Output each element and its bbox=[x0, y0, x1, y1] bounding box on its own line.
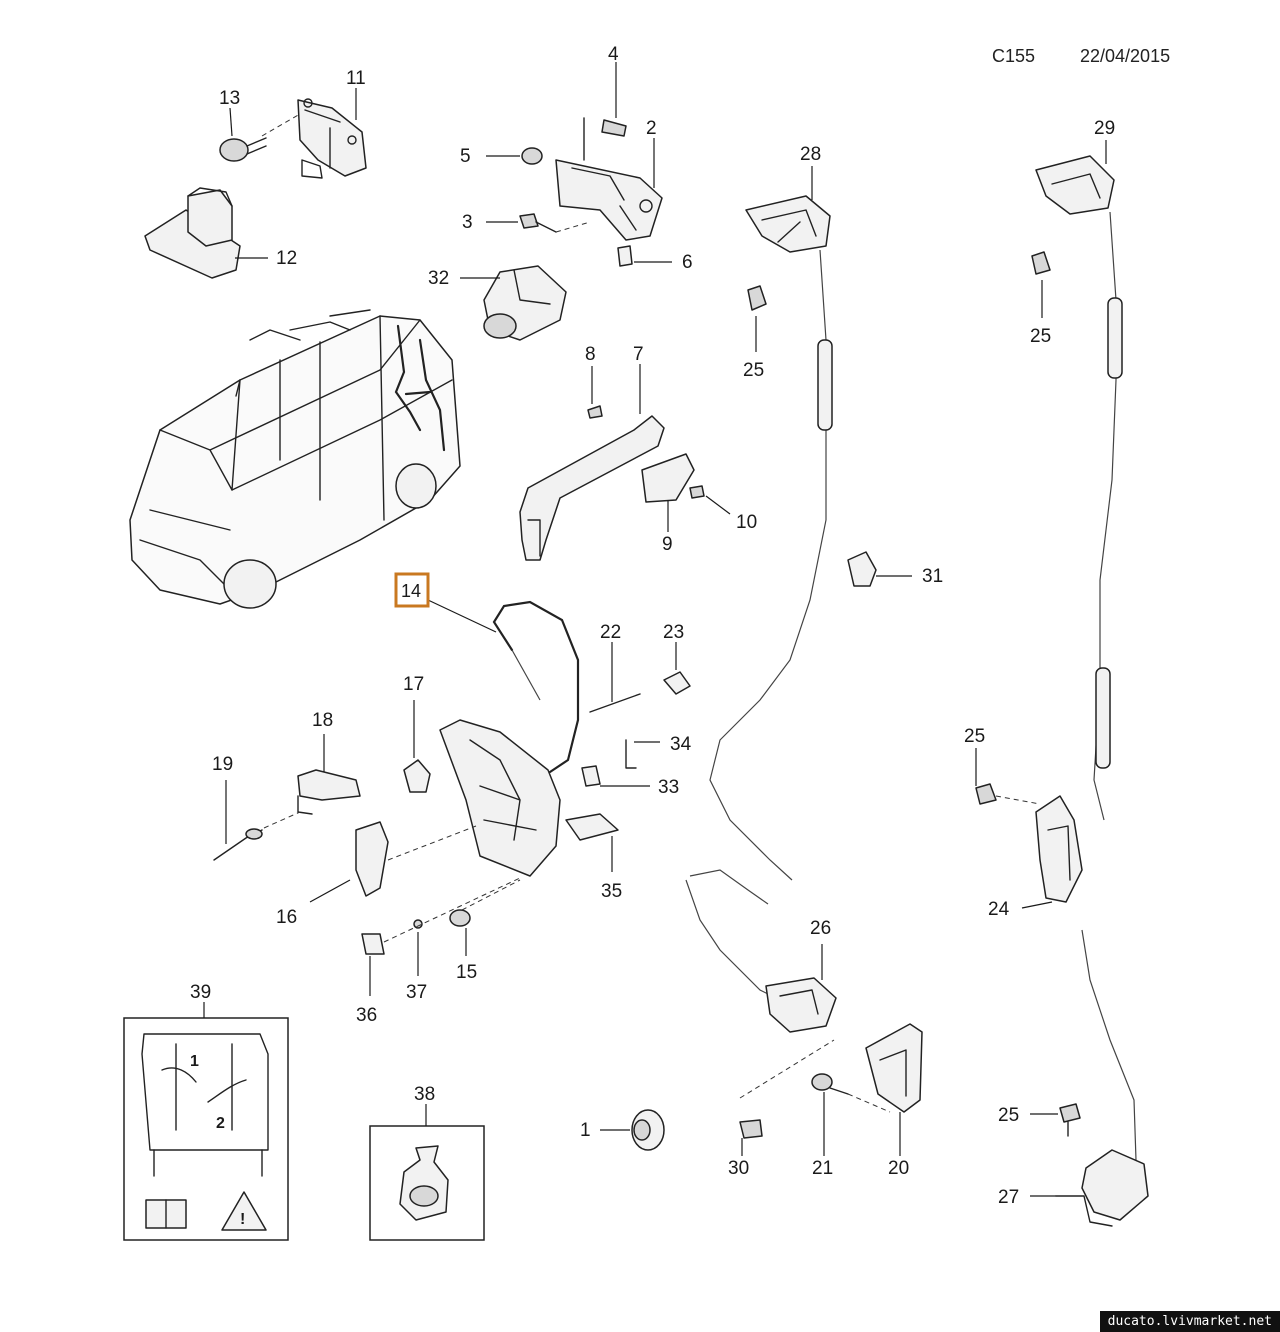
callout-28: 28 bbox=[800, 144, 821, 165]
part-12-bracket[interactable] bbox=[144, 187, 241, 279]
callout-14-highlight[interactable]: 14 bbox=[394, 572, 430, 608]
part-25-clip-c[interactable] bbox=[975, 783, 997, 805]
callout-36: 36 bbox=[356, 1005, 377, 1026]
part-13-bolt[interactable] bbox=[219, 137, 267, 162]
callout-24: 24 bbox=[988, 899, 1010, 920]
part-29-lock[interactable] bbox=[1035, 155, 1115, 215]
callout-6: 6 bbox=[682, 252, 693, 273]
part-7-handle[interactable] bbox=[519, 415, 665, 561]
part-31-clip[interactable] bbox=[847, 551, 877, 587]
callout-16: 16 bbox=[276, 907, 297, 928]
callout-4: 4 bbox=[608, 44, 619, 65]
part-16-handle-insert[interactable] bbox=[355, 821, 389, 897]
callout-7: 7 bbox=[633, 344, 644, 365]
callout-37: 37 bbox=[406, 982, 427, 1003]
part-4-screw[interactable] bbox=[601, 119, 627, 137]
callout-17: 17 bbox=[403, 674, 424, 695]
part-37-pin[interactable] bbox=[413, 919, 423, 929]
callout-15: 15 bbox=[456, 962, 477, 983]
catalog-date: 22/04/2015 bbox=[1080, 46, 1171, 66]
part-17-cover[interactable] bbox=[403, 759, 431, 793]
part-27-lock[interactable] bbox=[1055, 1149, 1149, 1227]
part-36-plate[interactable] bbox=[361, 933, 385, 955]
part-9-bracket[interactable] bbox=[641, 453, 695, 503]
part-25-clip-d[interactable] bbox=[1059, 1103, 1081, 1137]
callout-2: 2 bbox=[646, 118, 657, 139]
part-6-clip[interactable] bbox=[617, 245, 633, 267]
callout-20: 20 bbox=[888, 1158, 909, 1179]
callout-18: 18 bbox=[312, 710, 333, 731]
callout-21: 21 bbox=[812, 1158, 833, 1179]
callout-13: 13 bbox=[219, 88, 240, 109]
callout-9: 9 bbox=[662, 534, 673, 555]
callout-12: 12 bbox=[276, 248, 297, 269]
part-33-lever[interactable] bbox=[581, 765, 601, 787]
warning-triangle-icon bbox=[221, 1191, 267, 1231]
part-30-screw[interactable] bbox=[739, 1119, 763, 1139]
part-1-bumper[interactable] bbox=[631, 1109, 665, 1151]
part-25-clip-a[interactable] bbox=[747, 285, 767, 311]
box-38 bbox=[369, 1125, 485, 1241]
part-18-bracket[interactable] bbox=[297, 769, 361, 815]
part-3-bolt[interactable] bbox=[519, 213, 557, 233]
highlight-box bbox=[394, 572, 430, 608]
part-23-clip[interactable] bbox=[663, 671, 691, 695]
callout-3: 3 bbox=[462, 212, 473, 233]
part-2-hinge[interactable] bbox=[555, 117, 663, 241]
arrow-1-icon bbox=[161, 1067, 197, 1083]
svg-text:2: 2 bbox=[216, 1115, 225, 1132]
part-10-screw[interactable] bbox=[689, 485, 705, 499]
callout-35: 35 bbox=[601, 881, 622, 902]
watermark: ducato.lvivmarket.net bbox=[1099, 1311, 1280, 1332]
part-15-screw[interactable] bbox=[449, 909, 471, 927]
callout-10: 10 bbox=[736, 512, 757, 533]
part-34-clip[interactable] bbox=[625, 739, 637, 769]
part-21-bolt[interactable] bbox=[811, 1073, 849, 1095]
callout-27: 27 bbox=[998, 1187, 1019, 1208]
part-32-actuator[interactable] bbox=[483, 265, 567, 341]
callout-29: 29 bbox=[1094, 118, 1115, 139]
part-35-bracket[interactable] bbox=[565, 813, 619, 841]
part-19-rod[interactable] bbox=[213, 828, 263, 861]
part-22-rod[interactable] bbox=[589, 693, 641, 713]
callout-labels: 4 11 13 2 5 28 29 3 12 6 32 25 8 7 25 10… bbox=[190, 44, 1115, 1208]
callout-25-a: 25 bbox=[743, 360, 764, 381]
callout-8: 8 bbox=[585, 344, 596, 365]
callout-23: 23 bbox=[663, 622, 684, 643]
callout-32: 32 bbox=[428, 268, 449, 289]
part-20-bracket[interactable] bbox=[865, 1023, 923, 1113]
callout-25-c: 25 bbox=[964, 726, 985, 747]
callout-5: 5 bbox=[460, 146, 471, 167]
callout-19: 19 bbox=[212, 754, 233, 775]
callout-30: 30 bbox=[728, 1158, 749, 1179]
part-11-bracket[interactable] bbox=[297, 98, 367, 179]
arrow-2-icon bbox=[207, 1079, 247, 1103]
callout-39: 39 bbox=[190, 982, 211, 1003]
callout-33: 33 bbox=[658, 777, 679, 798]
part-8-screw[interactable] bbox=[587, 405, 603, 419]
part-5-nut[interactable] bbox=[521, 147, 543, 165]
callout-11: 11 bbox=[346, 68, 366, 89]
part-26-lock[interactable] bbox=[765, 977, 837, 1033]
callout-25-b: 25 bbox=[1030, 326, 1051, 347]
svg-text:1: 1 bbox=[190, 1053, 199, 1070]
catalog-code: C155 bbox=[992, 46, 1036, 66]
part-28-lock[interactable] bbox=[745, 195, 831, 253]
svg-text:!: ! bbox=[240, 1211, 245, 1228]
callout-34: 34 bbox=[670, 734, 692, 755]
door-lock-mechanism[interactable] bbox=[439, 719, 561, 877]
callout-22: 22 bbox=[600, 622, 621, 643]
callout-25-d: 25 bbox=[998, 1105, 1019, 1126]
callout-1: 1 bbox=[580, 1120, 591, 1141]
part-24-lock[interactable] bbox=[1035, 795, 1083, 903]
callout-26: 26 bbox=[810, 918, 831, 939]
callout-31: 31 bbox=[922, 566, 943, 587]
part-25-clip-b[interactable] bbox=[1031, 251, 1051, 275]
box-39: 1 2 ! bbox=[123, 1017, 289, 1241]
van-illustration bbox=[129, 309, 461, 609]
callout-38: 38 bbox=[414, 1084, 435, 1105]
callout-14: 14 bbox=[401, 581, 421, 601]
